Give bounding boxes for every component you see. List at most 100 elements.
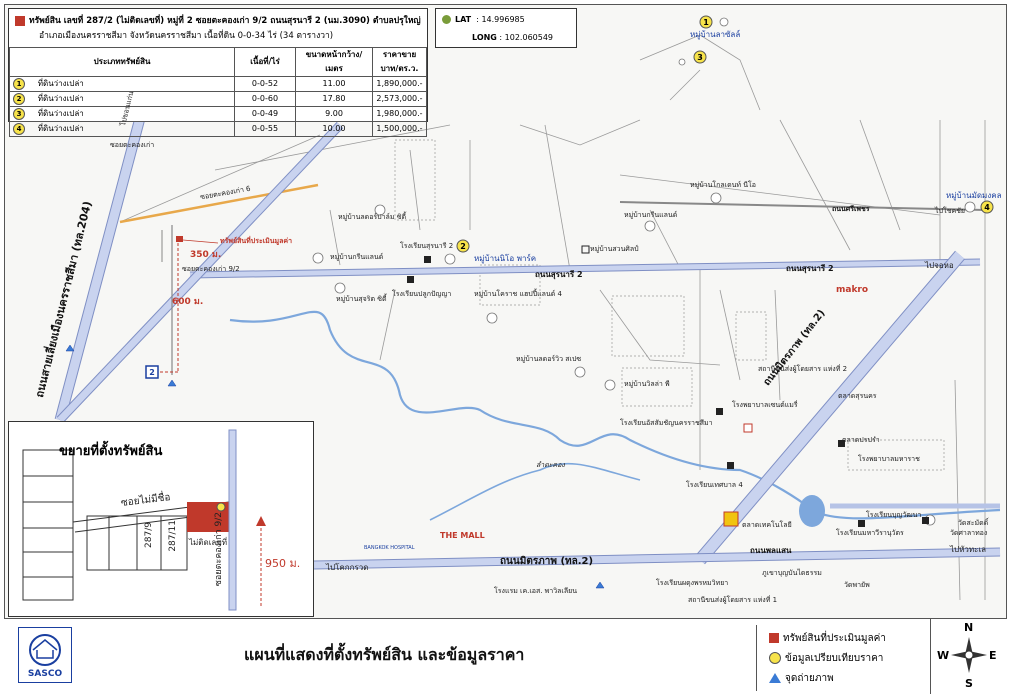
- sasco-logo: SASCO: [18, 627, 72, 683]
- inset-road-label: ซอยตะคองเก่า 9/2: [214, 512, 224, 587]
- legend-compare: ข้อมูลเปรียบเทียบราคา: [769, 651, 883, 666]
- place-korat-hosp: โรงพยาบาลเซนต์แมรี่: [732, 401, 798, 409]
- price-table-header: ประเภททรัพย์สิน เนื้อที่/ไร่ ขนาดหน้ากว้…: [9, 47, 427, 77]
- place-panya: โรงเรียนปลูกปัญญา: [392, 290, 452, 298]
- lat-row: LAT : 14.996985: [442, 15, 525, 24]
- type-text: ที่ดินว่างเปล่า: [37, 79, 84, 88]
- place-station: สถานีขนส่งผู้โดยสาร แห่งที่ 1: [688, 596, 778, 604]
- minor-roads: [119, 34, 986, 601]
- svg-text:4: 4: [984, 203, 990, 212]
- place-canal: ลำตะคอง: [536, 461, 565, 469]
- place-dev: หมู่บ้านลดอร์วิว สเปซ: [516, 355, 582, 363]
- long-label: LONG: [472, 33, 497, 42]
- col-type: ประเภททรัพย์สิน: [9, 47, 235, 77]
- diag-road: [57, 122, 343, 423]
- compare-circle-icon: [769, 652, 781, 664]
- header-line2: อำเภอเมืองนครราชสีมา จังหวัดนครราชสีมา เ…: [39, 31, 334, 41]
- road-label-suranari2-w: ถนนสุรนารี 2: [535, 270, 583, 279]
- legend-subject: ทรัพย์สินที่ประเมินมูลค่า: [769, 631, 886, 646]
- road-label-suranari2: ถนนสุรนารี 2: [786, 264, 834, 273]
- inset-subject-label: ไม่ติดเลขที่: [189, 538, 228, 547]
- road-label-phonlan: ถนนพลแสน: [750, 546, 792, 555]
- highway-shields: 2: [145, 365, 159, 379]
- info-panel: ทรัพย์สิน เลขที่ 287/2 (ไม่ติดเลขที่) หม…: [8, 8, 428, 137]
- inset-canvas: [22, 429, 266, 611]
- river-branch: [429, 462, 641, 521]
- place-hosp2: โรงพยาบาลมหาราช: [858, 455, 920, 463]
- place-suranari-school: โรงเรียนสุรนารี 2: [400, 242, 454, 250]
- coord-panel: LAT : 14.996985 LONG : 102.060549: [435, 8, 577, 48]
- cell-price: 1,890,000.-: [372, 76, 427, 92]
- place-mall: THE MALL: [440, 531, 485, 540]
- svg-text:2: 2: [149, 368, 155, 377]
- legend-photo-label: จุดถ่ายภาพ: [785, 673, 834, 684]
- lat-label: LAT: [455, 15, 472, 24]
- dist-350: 350 ม.: [190, 250, 222, 260]
- subject-leader: [182, 239, 219, 244]
- place-v2: หมู่บ้านนิโอ พาร์ค: [474, 254, 537, 263]
- inset-lot1: 287/9: [144, 522, 154, 548]
- place-bangkok-hosp: BANGKOK HOSPITAL: [364, 545, 415, 551]
- cell-price: 1,980,000.-: [372, 106, 427, 122]
- inset-title: ขยายที่ตั้งทรัพย์สิน: [59, 444, 163, 459]
- row-number-icon: 2: [13, 93, 25, 105]
- place-v1: หมู่บ้านลาซัลล์: [690, 30, 741, 39]
- photo-point-icon: [769, 673, 781, 683]
- sriphet-road: [619, 201, 986, 211]
- subject-square-icon: [769, 633, 779, 643]
- footer: SASCO แผนที่แสดงที่ตั้งทรัพย์สิน และข้อม…: [4, 618, 1007, 694]
- type-text: ที่ดินว่างเปล่า: [37, 94, 84, 103]
- compare-marker-3: [693, 50, 707, 64]
- place-market: ตลาดสุรนคร: [838, 392, 877, 400]
- legend: ทรัพย์สินที่ประเมินมูลค่า ข้อมูลเปรียบเท…: [756, 625, 929, 691]
- road-label-mittraphap: ถนนมิตรภาพ (ทล.2): [500, 556, 594, 567]
- place-greenland: หมู่บ้านกรีนแลนด์: [330, 253, 384, 261]
- lake: [799, 495, 825, 527]
- mittraphap-road: [313, 548, 1001, 569]
- building-markers: [407, 245, 929, 527]
- dir-kokkruat: ไปโคกกรวด: [326, 563, 369, 572]
- cell-area: 0-0-49: [234, 106, 296, 122]
- place-pattana: หมู่บ้านลดอร์ปาล์ม ซิตี้: [338, 213, 406, 221]
- cell-area: 0-0-55: [234, 121, 296, 137]
- row-number-icon: 4: [13, 123, 25, 135]
- cell-area: 0-0-52: [234, 76, 296, 92]
- legend-subject-label: ทรัพย์สินที่ประเมินมูลค่า: [783, 633, 886, 644]
- bypass-road: [55, 116, 145, 422]
- cell-price: 2,573,000.-: [372, 91, 427, 107]
- subject-square-icon: [15, 15, 25, 26]
- cell-width: 17.80: [295, 91, 373, 107]
- col-width: ขนาดหน้ากว้าง/เมตร: [295, 47, 373, 77]
- suranari2-road: [189, 259, 981, 278]
- place-greenland2: หมู่บ้านกรีนแลนด์: [624, 211, 678, 219]
- svg-text:1: 1: [703, 18, 709, 27]
- type-text: ที่ดินว่างเปล่า: [37, 109, 84, 118]
- place-v4: หมู่บ้านมัดมงคล: [946, 191, 1002, 200]
- compare-marker-1: [699, 15, 713, 29]
- long-row: LONG : 102.060549: [472, 33, 553, 42]
- dir-huathale: ไปหัวทะเล: [950, 545, 987, 554]
- cell-area: 0-0-60: [234, 91, 296, 107]
- legend-photo: จุดถ่ายภาพ: [769, 671, 834, 686]
- place-wat3: วัดสะมัดดิ์: [958, 519, 989, 527]
- logo-text: SASCO: [27, 669, 63, 679]
- compare-markers: 1 2 3 4: [456, 15, 994, 253]
- place-wanasiri: หมู่บ้านสวนศิลป์: [590, 245, 639, 253]
- cell-width: 10.00: [295, 121, 373, 137]
- col-area: เนื้อที่/ไร่: [234, 47, 296, 77]
- road-label-sriphet: ถนนศรีเพชร: [832, 205, 870, 213]
- svg-text:3: 3: [697, 53, 703, 62]
- cell-price: 1,500,000.-: [372, 121, 427, 137]
- svg-text:2: 2: [460, 242, 466, 251]
- subject-marker: [176, 236, 183, 242]
- long-value: : 102.060549: [499, 33, 554, 42]
- place-pimai-school: โรงเรียนเทศบาล 4: [686, 481, 743, 489]
- place-pueblo: หมู่บ้านสุจริต ซิตี้: [336, 295, 387, 303]
- type-text: ที่ดินว่างเปล่า: [37, 124, 84, 133]
- place-villa: หมู่บ้านวิลล่า พี: [624, 380, 670, 388]
- subject-label: ทรัพย์สินที่ประเมินมูลค่า: [220, 237, 293, 245]
